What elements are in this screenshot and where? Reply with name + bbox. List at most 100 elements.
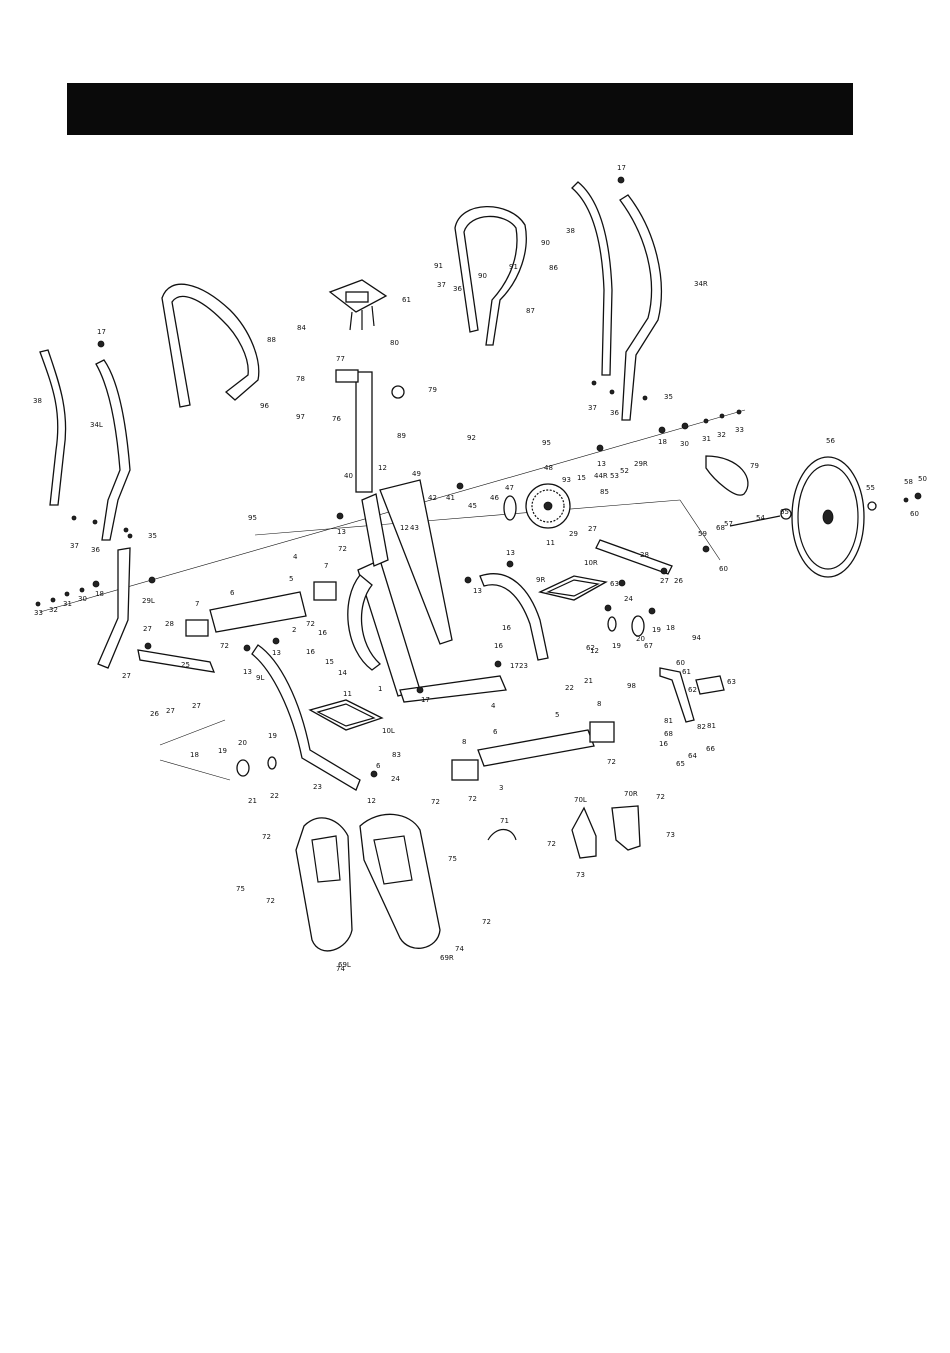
part-label: 19 [612, 642, 621, 650]
part-label: 6 [493, 728, 498, 736]
part-label: 74 [336, 965, 345, 973]
part-label: 45 [468, 502, 477, 510]
part-label: 89 [397, 432, 406, 440]
right-roller-20 [607, 615, 645, 637]
part-label: 75 [448, 855, 457, 863]
part-label: 17 [617, 164, 626, 172]
part-label: 72 [547, 840, 556, 848]
part-label: 54 [756, 514, 765, 522]
part-label: 5 [555, 711, 559, 719]
part-label: 13 [243, 668, 252, 676]
left-lower-arm-29L [97, 547, 131, 669]
left-upper-arm-34L [95, 359, 131, 541]
part-label: 7 [324, 562, 328, 570]
part-label: 16 [494, 642, 503, 650]
part-label: 30 [680, 440, 689, 448]
part-label: 91 [434, 262, 443, 270]
part-label: 66 [706, 745, 715, 753]
part-label: 36 [453, 285, 462, 293]
part-label: 35 [148, 532, 157, 540]
part-label: 47 [505, 484, 514, 492]
part-label: 74 [455, 945, 464, 953]
left-connecting-arm-25 [137, 649, 216, 673]
part-label: 8 [597, 700, 601, 708]
part-label: 82 [697, 723, 706, 731]
part-label: 60 [676, 659, 685, 667]
right-stabilizer-tube-3 [451, 721, 615, 781]
part-label: 16 [318, 629, 327, 637]
part-label: 37 [588, 404, 597, 412]
part-label: 73 [666, 831, 675, 839]
cover-bracket-71 [487, 828, 517, 841]
part-label: 30 [78, 595, 87, 603]
part-label: 12 [590, 647, 599, 655]
part-label: 18 [190, 751, 199, 759]
part-label: 85 [600, 488, 609, 496]
part-label: 92 [467, 434, 476, 442]
part-label: 72 [220, 642, 229, 650]
part-label: 76 [332, 415, 341, 423]
part-label: 59 [698, 530, 707, 538]
drive-belt-79 [705, 455, 749, 496]
part-label: 36 [610, 409, 619, 417]
part-label: 11 [546, 539, 555, 547]
part-label: 4 [491, 702, 496, 710]
part-labels: 17 38 34R 90 86 91 90 91 37 36 87 61 84 … [33, 164, 927, 973]
flywheel-56 [791, 456, 865, 578]
part-label: 1 [378, 685, 382, 693]
part-label: 63 [610, 580, 619, 588]
left-pedal-10L [308, 699, 384, 731]
part-label: 15 [577, 474, 586, 482]
part-label: 53 [610, 472, 619, 480]
part-label: 5 [289, 575, 293, 583]
part-label: 31 [63, 600, 72, 608]
part-label: 88 [267, 336, 276, 344]
left-pedal-arm-9L [251, 644, 361, 791]
belt-pulley-48 [525, 483, 571, 529]
part-label: 96 [260, 402, 269, 410]
part-label: 16 [306, 648, 315, 656]
part-label: 60 [910, 510, 919, 518]
part-label: 69R [440, 954, 454, 962]
part-label: 29R [634, 460, 648, 468]
part-label: 68 [664, 730, 673, 738]
part-label: 61 [682, 668, 691, 676]
right-handle-arm-38 [571, 181, 613, 376]
part-label: 31 [702, 435, 711, 443]
part-label: 22 [270, 792, 279, 800]
part-label: 27 [166, 707, 175, 715]
part-label: 41 [446, 494, 455, 502]
part-label: 3 [499, 784, 503, 792]
part-label: 93 [562, 476, 571, 484]
part-label: 72 [338, 545, 347, 553]
part-label: 27 [143, 625, 152, 633]
part-label: 34L [90, 421, 103, 429]
part-label: 33 [34, 609, 43, 617]
part-label: 95 [248, 514, 257, 522]
part-label: 13 [337, 528, 346, 536]
part-label: 60 [719, 565, 728, 573]
part-label: 62 [586, 644, 595, 652]
right-connecting-arm-28 [595, 539, 673, 575]
part-label: 2 [292, 626, 296, 634]
part-label: 19 [268, 732, 277, 740]
part-label: 94 [692, 634, 701, 642]
part-label: 63 [727, 678, 736, 686]
left-handle-arm-38 [39, 349, 67, 506]
adjust-lever-62 [659, 667, 725, 723]
part-label: 72 [468, 795, 477, 803]
part-label: 6 [376, 762, 381, 770]
part-label: 9L [256, 674, 264, 682]
part-label: 17 [421, 696, 430, 704]
right-pedal-10R [538, 575, 608, 601]
part-label: 58 [904, 478, 913, 486]
part-label: 72 [656, 793, 665, 801]
part-label: 18 [95, 590, 104, 598]
part-label: 32 [717, 431, 726, 439]
part-label: 98 [627, 682, 636, 690]
part-label: 79 [428, 386, 437, 394]
part-label: 12 [367, 797, 376, 805]
part-label: 14 [338, 669, 347, 677]
part-label: 97 [296, 413, 305, 421]
